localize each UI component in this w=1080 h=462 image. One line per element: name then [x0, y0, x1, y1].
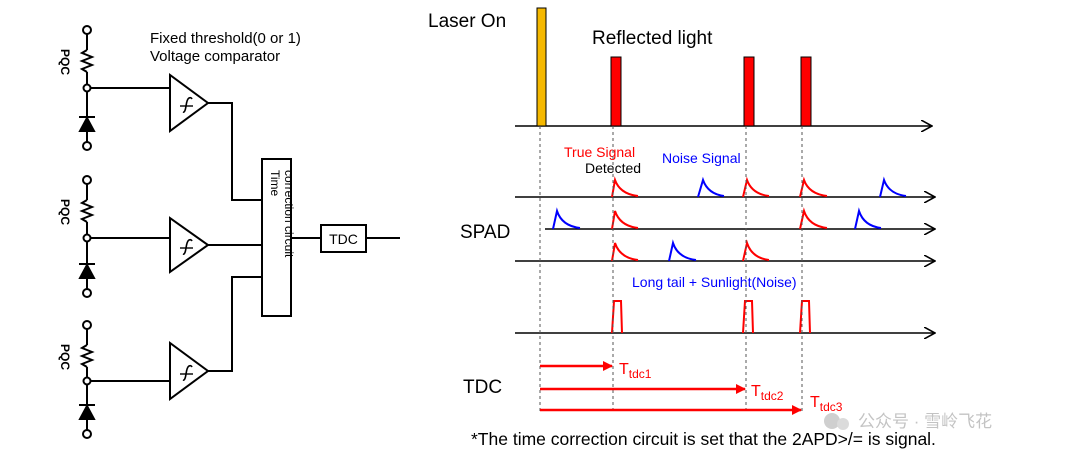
reflected-pulse-2 — [743, 56, 755, 127]
resistor-icon — [79, 199, 95, 223]
terminal-top-1 — [82, 25, 92, 35]
spad-pixel-3 — [78, 320, 170, 439]
reflected-label: Reflected light — [592, 28, 713, 49]
pqc-label-2: PQC — [58, 199, 72, 225]
spad-rows — [515, 176, 935, 262]
noise-pulse — [552, 207, 581, 230]
output-pulse-2 — [742, 300, 754, 334]
diode-icon — [78, 115, 96, 132]
pqc-label-3: PQC — [58, 344, 72, 370]
tdc3-label: Ttdc3 — [810, 394, 843, 414]
signal-pulse — [611, 242, 639, 262]
tcc-label-line2: correction circuit — [282, 170, 296, 258]
true-signal-label: True Signal — [564, 144, 635, 160]
resistor-icon — [79, 49, 95, 73]
svg-text:公众号 · 雪岭飞花: 公众号 · 雪岭飞花 — [858, 412, 992, 431]
signal-pulse — [799, 176, 828, 198]
noise-pulse — [697, 176, 725, 198]
tdc-label: TDC — [463, 377, 502, 398]
diode-icon — [78, 262, 96, 279]
footnote: *The time correction circuit is set that… — [471, 429, 936, 449]
spad-pixel-2 — [78, 175, 170, 298]
noise-pulse — [668, 239, 697, 262]
noise-label: Noise Signal — [662, 150, 741, 166]
pqc-label-1: PQC — [58, 49, 72, 75]
watermark: 公众号 · 雪岭飞花 — [824, 412, 992, 431]
comparator-1 — [169, 73, 210, 133]
comparator-2 — [169, 216, 210, 274]
output-pulse-1 — [611, 300, 623, 334]
long-tail-label: Long tail + Sunlight(Noise) — [632, 274, 797, 290]
laser-pulse — [536, 7, 547, 127]
circuit-diagram — [78, 25, 400, 439]
comparator-3 — [169, 341, 210, 401]
signal-pulse — [799, 207, 828, 230]
comparator-title-line2: Voltage comparator — [150, 48, 280, 65]
output-pulse-3 — [799, 300, 811, 334]
tdc2-label: Ttdc2 — [751, 383, 784, 403]
laser-label: Laser On — [428, 11, 506, 32]
signal-pulse — [611, 210, 639, 230]
comparator-title-line1: Fixed threshold(0 or 1) — [150, 30, 301, 47]
noise-pulse — [879, 176, 907, 198]
tdc1-label: Ttdc1 — [619, 361, 652, 381]
tdc-box-label: TDC — [329, 231, 358, 247]
reflected-pulse-1 — [610, 56, 622, 127]
noise-pulse — [854, 207, 882, 230]
resistor-icon — [79, 344, 95, 368]
reflected-pulse-3 — [800, 56, 812, 127]
spad-label: SPAD — [460, 222, 510, 243]
diode-icon — [78, 403, 96, 420]
signal-pulse — [742, 239, 770, 262]
time-guides — [539, 126, 803, 412]
signal-pulse — [742, 176, 770, 198]
spad-pixel-1 — [78, 25, 170, 151]
tcc-label-line1: Time — [268, 170, 282, 197]
signal-pulse — [611, 176, 639, 198]
wechat-icon — [824, 413, 840, 429]
